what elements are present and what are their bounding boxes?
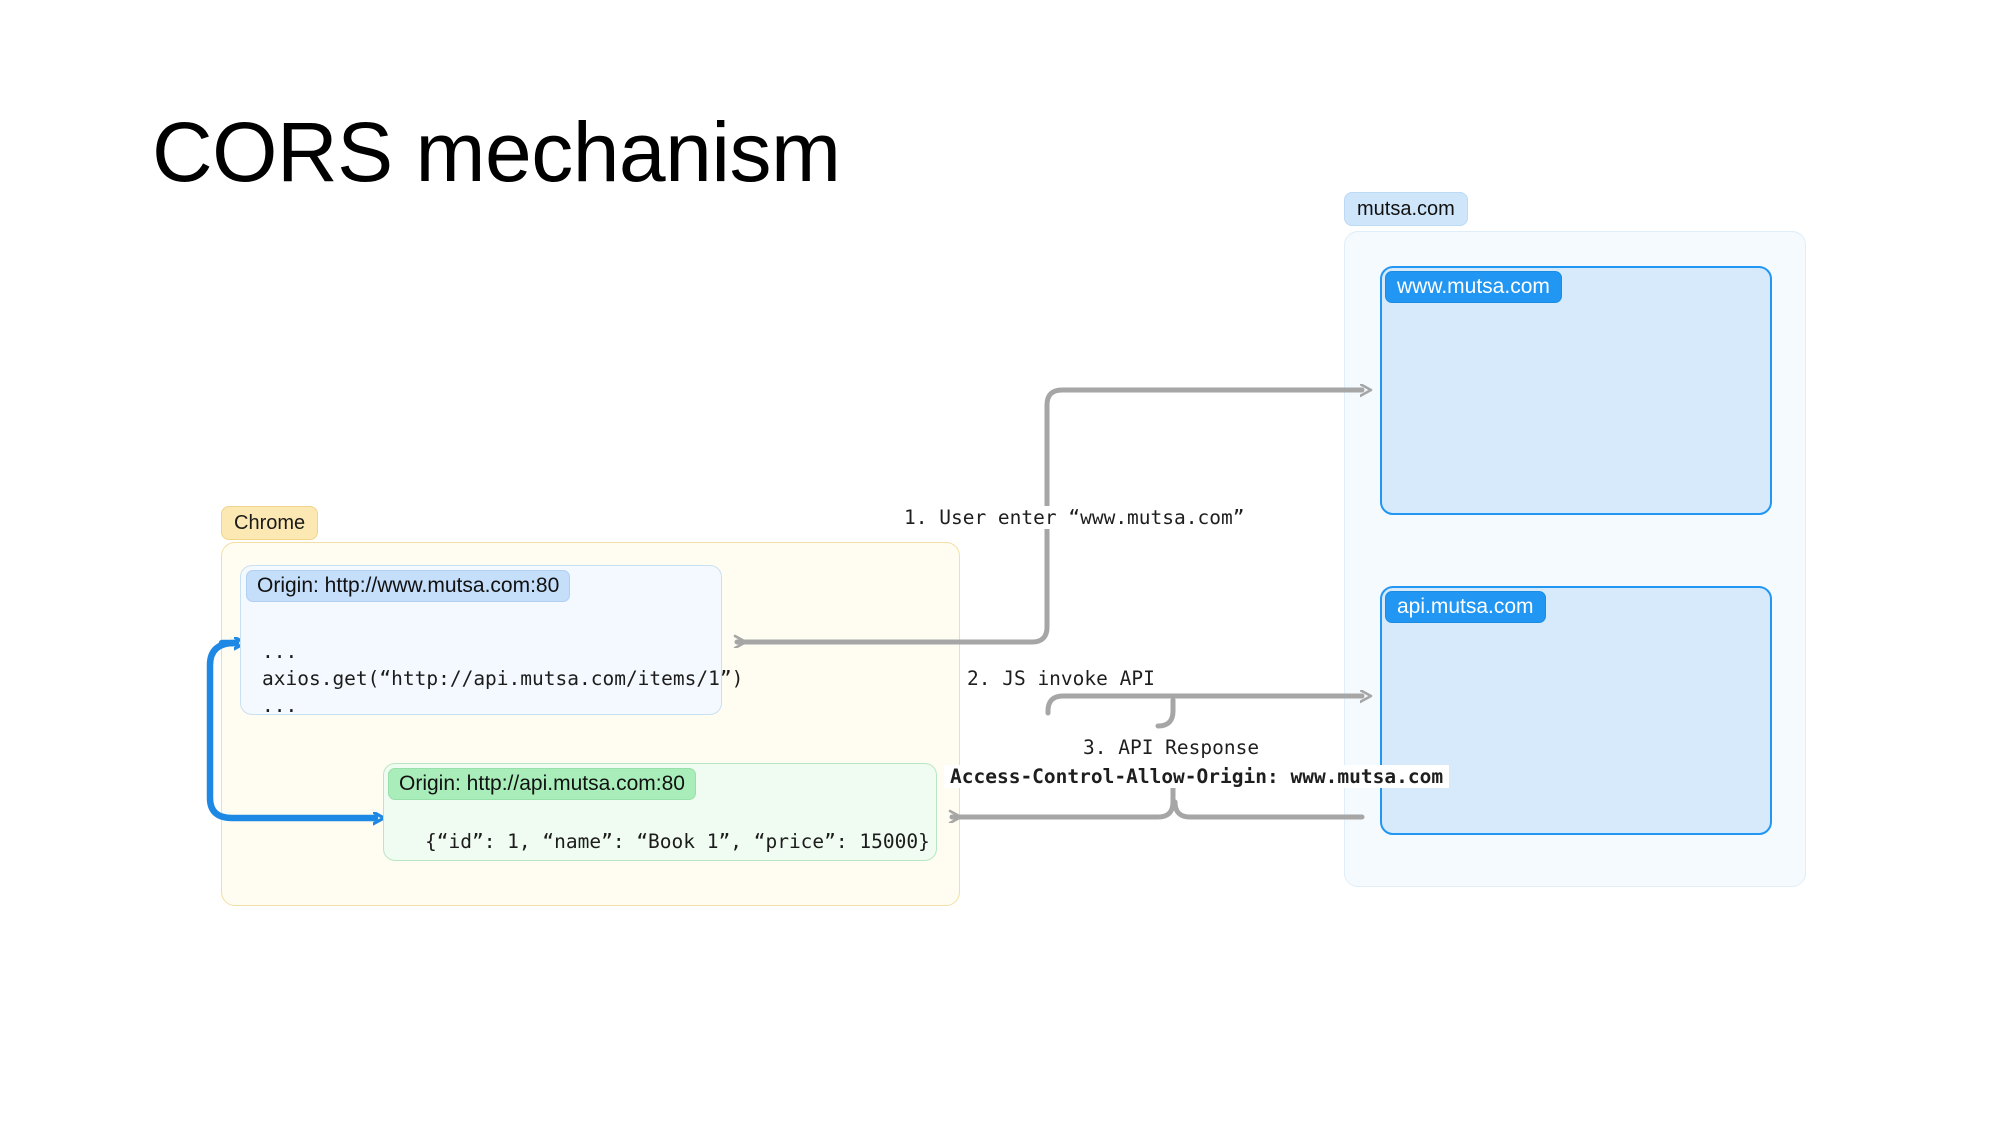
host-api-card	[1380, 586, 1772, 835]
flow-label-step3: 3. API Response	[1077, 736, 1266, 759]
host-www-card	[1380, 266, 1772, 515]
server-tag: mutsa.com	[1344, 192, 1468, 226]
host-api-tag: api.mutsa.com	[1385, 591, 1546, 623]
origin-api-code: {“id”: 1, “name”: “Book 1”, “price”: 150…	[425, 830, 930, 853]
arrow-step3	[952, 785, 1365, 817]
origin-www-code: ... axios.get(“http://api.mutsa.com/item…	[262, 640, 744, 717]
origin-api-tag: Origin: http://api.mutsa.com:80	[388, 768, 696, 800]
flow-label-step3-header: Access-Control-Allow-Origin: www.mutsa.c…	[944, 765, 1450, 788]
page-title: CORS mechanism	[152, 105, 841, 199]
flow-label-step2: 2. JS invoke API	[961, 667, 1161, 690]
flow-label-step1: 1. User enter “www.mutsa.com”	[898, 506, 1251, 529]
arrow-step2	[1045, 696, 1362, 729]
host-www-tag: www.mutsa.com	[1385, 271, 1562, 303]
chrome-tag: Chrome	[221, 506, 319, 540]
arrow-step1	[1044, 390, 1362, 528]
origin-www-tag: Origin: http://www.mutsa.com:80	[246, 570, 571, 602]
